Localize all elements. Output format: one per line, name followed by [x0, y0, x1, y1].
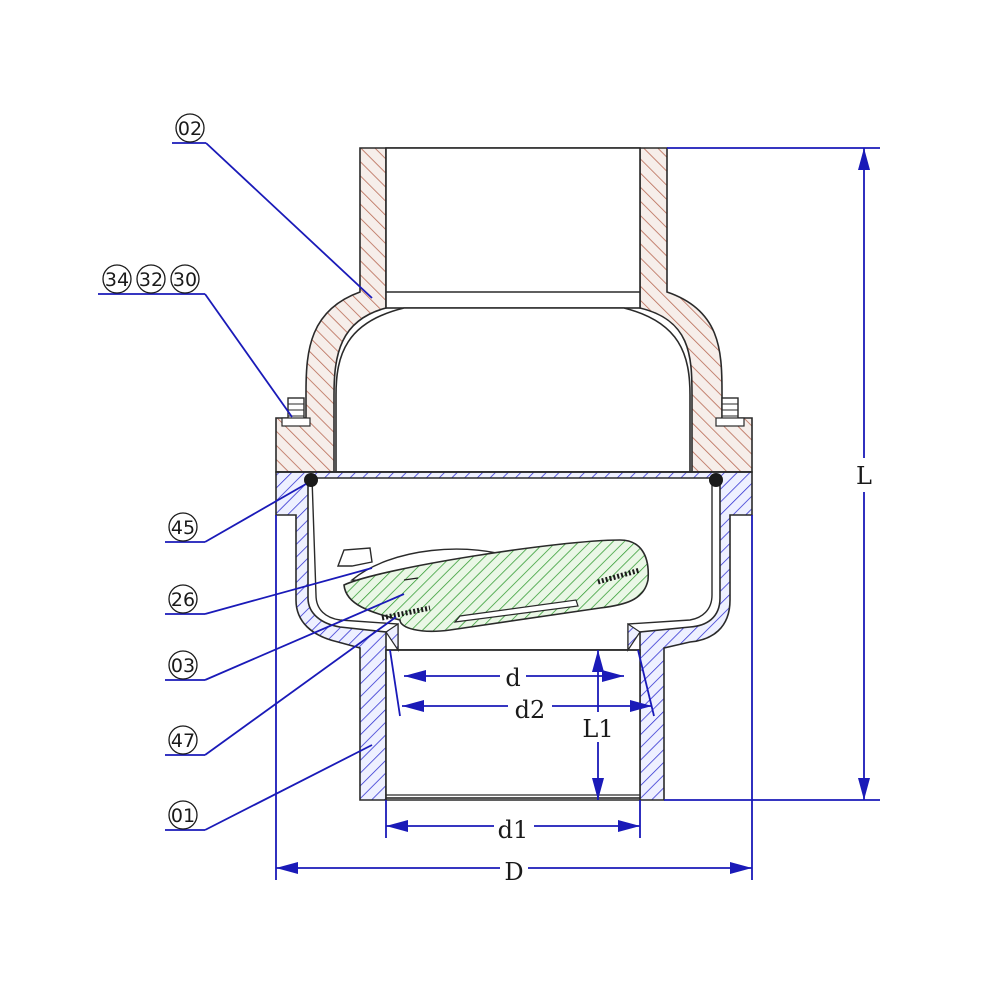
- dimension-L: L: [664, 147, 880, 801]
- dimension-D: D: [275, 515, 753, 886]
- svg-text:34: 34: [105, 269, 129, 291]
- body-part-01: [275, 471, 753, 801]
- svg-text:45: 45: [171, 517, 195, 539]
- callout-26: 26: [168, 584, 198, 614]
- svg-text:26: 26: [171, 589, 195, 611]
- bolt-right-icon: [715, 397, 745, 427]
- callout-30: 30: [170, 264, 200, 294]
- bonnet-part-02: [275, 147, 753, 473]
- callout-02: 02: [175, 113, 205, 143]
- dimension-d: d: [404, 660, 624, 692]
- svg-text:32: 32: [139, 269, 163, 291]
- callout-47: 47: [168, 725, 198, 755]
- dimension-L1: L1: [580, 650, 618, 800]
- svg-text:47: 47: [171, 730, 195, 752]
- svg-text:02: 02: [178, 118, 202, 140]
- svg-text:30: 30: [173, 269, 197, 291]
- callout-34: 34: [102, 264, 132, 294]
- svg-text:d: d: [505, 664, 520, 692]
- callout-45: 45: [168, 512, 198, 542]
- disc-part-03: [336, 539, 649, 633]
- svg-text:03: 03: [171, 655, 195, 677]
- o-ring-seal-part-45: [304, 473, 723, 487]
- dimension-d2: d2: [389, 649, 655, 724]
- svg-text:d1: d1: [498, 816, 529, 844]
- svg-text:L1: L1: [582, 715, 613, 743]
- callout-03: 03: [168, 650, 198, 680]
- callout-32: 32: [136, 264, 166, 294]
- svg-text:d2: d2: [515, 696, 546, 724]
- callout-leaders: [98, 142, 405, 831]
- svg-text:D: D: [504, 858, 523, 886]
- svg-text:L: L: [856, 462, 872, 490]
- bolt-left-icon: [281, 397, 311, 427]
- svg-text:01: 01: [171, 805, 195, 827]
- dimension-d1: d1: [385, 800, 641, 844]
- callout-01: 01: [168, 800, 198, 830]
